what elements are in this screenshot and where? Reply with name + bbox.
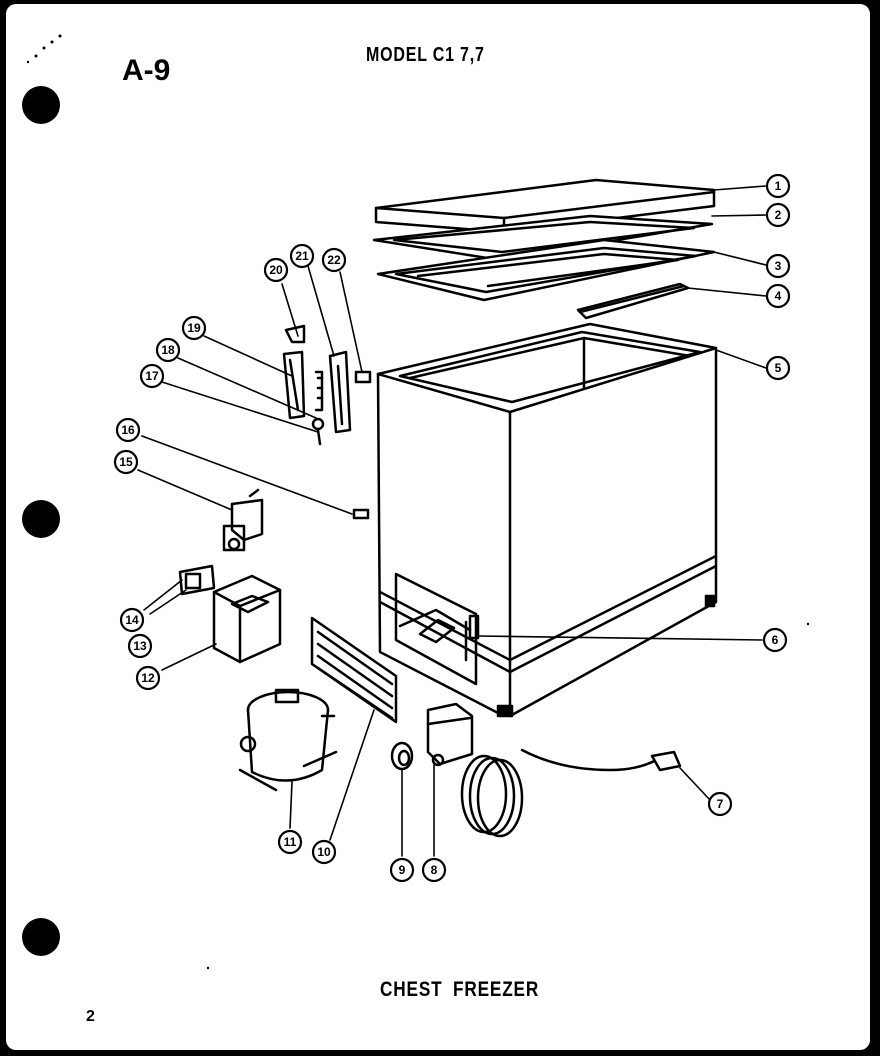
callout-number: 1 xyxy=(775,179,782,193)
callout-circle xyxy=(277,829,303,855)
callout-number: 21 xyxy=(295,249,309,263)
callout-17: 17 xyxy=(139,363,165,389)
thermostat-knob xyxy=(390,741,414,771)
callout-19: 19 xyxy=(181,315,207,341)
callout-number: 17 xyxy=(145,369,159,383)
callout-number: 13 xyxy=(133,639,147,653)
callout-number: 7 xyxy=(717,797,724,811)
callout-number: 22 xyxy=(327,253,341,267)
callout-circle xyxy=(289,243,315,269)
callout-14: 14 xyxy=(119,607,145,633)
callout-circle xyxy=(765,283,791,309)
front-grille xyxy=(310,616,398,724)
scan-specks xyxy=(26,34,810,970)
callout-number: 11 xyxy=(284,835,297,849)
callout-circle xyxy=(421,857,447,883)
callout-circle xyxy=(135,665,161,691)
callout-circle xyxy=(762,627,788,653)
callout-10: 10 xyxy=(311,839,337,865)
callout-circle xyxy=(181,315,207,341)
callout-circle xyxy=(765,173,791,199)
relay-part xyxy=(178,564,216,596)
diagram-caption: CHEST FREEZER xyxy=(380,978,540,1001)
callout-number: 20 xyxy=(269,263,283,277)
lid-handle xyxy=(576,282,690,320)
power-cord xyxy=(520,748,682,772)
callout-11: 11 xyxy=(277,829,303,855)
callout-16: 16 xyxy=(115,417,141,443)
callout-circle xyxy=(127,633,153,659)
callout-circle xyxy=(155,337,181,363)
callout-number: 5 xyxy=(775,361,782,375)
callout-circle xyxy=(765,355,791,381)
callout-circle xyxy=(113,449,139,475)
callout-number: 6 xyxy=(772,633,779,647)
callout-13: 13 xyxy=(127,633,153,659)
compressor xyxy=(238,688,338,792)
callout-number: 12 xyxy=(141,671,155,685)
callout-circle xyxy=(389,857,415,883)
binder-hole-top xyxy=(22,86,60,124)
cabinet-body xyxy=(376,322,718,718)
terminal-cover xyxy=(212,574,282,664)
callout-circle xyxy=(139,363,165,389)
callout-number: 2 xyxy=(775,208,782,222)
screw-part xyxy=(352,508,370,520)
callout-8: 8 xyxy=(421,857,447,883)
lid-liner xyxy=(372,214,714,262)
callout-number: 15 xyxy=(119,455,133,469)
callout-number: 4 xyxy=(775,289,782,303)
callout-number: 8 xyxy=(431,863,438,877)
thermostat xyxy=(426,702,524,838)
callout-22: 22 xyxy=(321,247,347,273)
callout-18: 18 xyxy=(155,337,181,363)
model-title: MODEL C1 7,7 xyxy=(366,44,485,66)
callout-5: 5 xyxy=(765,355,791,381)
callout-number: 16 xyxy=(121,423,135,437)
callout-3: 3 xyxy=(765,253,791,279)
callout-circle xyxy=(311,839,337,865)
callout-15: 15 xyxy=(113,449,139,475)
callout-20: 20 xyxy=(263,257,289,283)
callout-circle xyxy=(119,607,145,633)
callout-9: 9 xyxy=(389,857,415,883)
leader-lines xyxy=(137,185,767,857)
callout-number: 18 xyxy=(161,343,175,357)
callout-number: 9 xyxy=(399,863,406,877)
callout-circle xyxy=(115,417,141,443)
callout-circle xyxy=(321,247,347,273)
callout-number: 19 xyxy=(187,321,201,335)
callout-circle xyxy=(707,791,733,817)
callout-2: 2 xyxy=(765,202,791,228)
binder-hole-bottom xyxy=(22,918,60,956)
sheet-id: A-9 xyxy=(122,54,171,87)
freezer-lid xyxy=(374,178,716,234)
callout-21: 21 xyxy=(289,243,315,269)
callout-number: 3 xyxy=(775,259,782,273)
page-number: 2 xyxy=(86,1008,95,1025)
hinge-assembly xyxy=(282,324,372,446)
callout-circle xyxy=(263,257,289,283)
callout-number: 14 xyxy=(125,613,139,627)
thermostat-bracket xyxy=(222,488,264,552)
callout-circle xyxy=(765,202,791,228)
callout-12: 12 xyxy=(135,665,161,691)
callout-1: 1 xyxy=(765,173,791,199)
callout-4: 4 xyxy=(765,283,791,309)
binder-hole-middle xyxy=(22,500,60,538)
callout-number: 10 xyxy=(317,845,331,859)
callout-7: 7 xyxy=(707,791,733,817)
callout-circle xyxy=(765,253,791,279)
callout-6: 6 xyxy=(762,627,788,653)
